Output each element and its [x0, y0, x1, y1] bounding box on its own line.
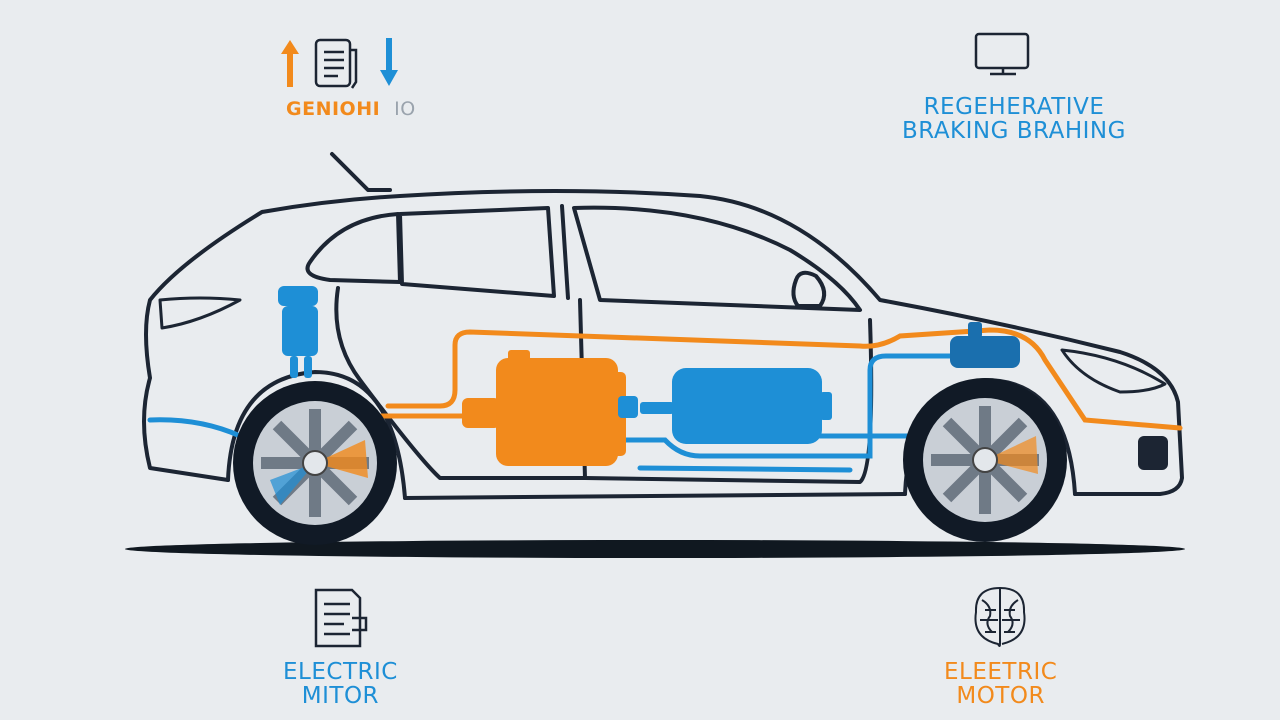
top-left-text-primary: GENIOHI: [286, 98, 381, 120]
rear-wheel: [233, 381, 397, 545]
top-left-text-secondary: IO: [394, 98, 416, 120]
electric-motor-right-line1: ELEETRIC: [944, 659, 1058, 685]
electric-motor-left-label: ELECTRIC MITOR: [283, 660, 398, 708]
blue-wire-lower: [637, 465, 853, 473]
regenerative-braking-line1: REGEHERATIVE: [923, 94, 1105, 120]
electric-motor-left-line2: MITOR: [301, 683, 380, 710]
front-bumper-part: [1138, 436, 1168, 470]
tail-light: [158, 296, 242, 330]
antenna: [330, 152, 392, 192]
arrow-down-icon: [380, 38, 398, 86]
orange-motor-unit: [462, 350, 626, 466]
car-body-outline: [142, 189, 1184, 500]
rear-window: [305, 212, 402, 284]
ground-shadow: [125, 540, 1185, 558]
blue-battery-unit: [618, 368, 832, 444]
rear-door-line: [334, 286, 587, 480]
electric-motor-left-line1: ELECTRIC: [283, 659, 398, 685]
document-icon: [314, 38, 358, 89]
b-pillar: [560, 204, 570, 300]
front-window: [572, 205, 862, 312]
orange-wire-top: [385, 327, 1183, 431]
front-blue-component: [950, 322, 1020, 368]
rear-blue-component: [278, 286, 318, 378]
regenerative-braking-label: REGEHERATIVE BRAKING BRAHING: [902, 95, 1126, 143]
side-mirror: [791, 270, 827, 308]
blue-wire-main: [597, 353, 963, 459]
middle-window: [398, 206, 556, 298]
brain-icon: [974, 587, 1026, 647]
electric-motor-right-label: ELEETRIC MOTOR: [944, 660, 1057, 708]
front-wheel: [903, 378, 1067, 542]
monitor-icon: [974, 32, 1030, 76]
document-icon-bottom: [314, 588, 368, 648]
arrow-up-icon: [281, 40, 299, 87]
rear-wheel-arch: [226, 370, 407, 500]
headlight: [1060, 348, 1167, 394]
regenerative-braking-line2: BRAKING BRAHING: [902, 118, 1126, 145]
top-left-callout-label: GENIOHI IO: [286, 98, 416, 120]
electric-motor-right-line2: MOTOR: [956, 683, 1045, 710]
